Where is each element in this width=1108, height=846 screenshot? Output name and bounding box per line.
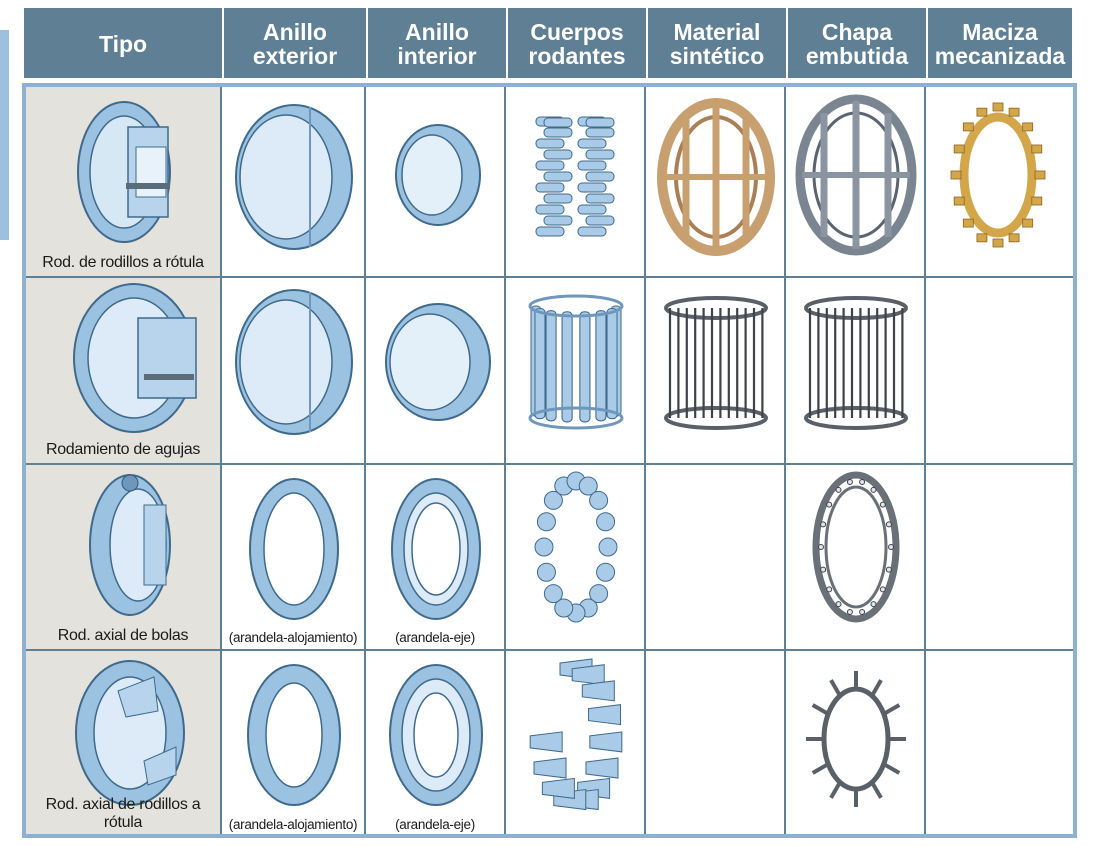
- table-row: Rod. de rodillos a rótula: [26, 87, 1075, 278]
- inner-ring-cell: (arandela-eje): [366, 651, 506, 836]
- left-accent-bar: [0, 30, 9, 240]
- table-header: Tipo Anillo exterior Anillo interior Cue…: [24, 8, 1072, 78]
- synthetic-cage-cell: [646, 278, 786, 463]
- synthetic-cage-cell: [646, 651, 786, 836]
- inner-ring-cell: [366, 87, 506, 276]
- tapered-roller-set-illustration: [529, 658, 623, 811]
- tipo-cell: Rod. axial de rodillos a rótula: [26, 651, 222, 836]
- header-anillo-exterior: Anillo exterior: [224, 8, 368, 78]
- ball-cage-illustration: [812, 471, 900, 623]
- outer-ring-illustration: [235, 104, 353, 250]
- housing-washer-illustration: [249, 478, 339, 620]
- tipo-cell: Rod. de rodillos a rótula: [26, 87, 222, 276]
- rolling-elements-cell: [506, 465, 646, 649]
- machined-comb-cage-illustration: [950, 102, 1046, 248]
- washer-label: (arandela-eje): [395, 817, 475, 832]
- tipo-label: Rod. axial de bolas: [57, 627, 189, 644]
- steel-window-cage-illustration: [795, 94, 917, 256]
- inner-ring-illustration: [385, 303, 491, 421]
- table-row: Rod. axial de rodillos a rótula (arandel…: [26, 651, 1075, 836]
- table-row: Rodamiento de agujas: [26, 278, 1075, 465]
- outer-ring-illustration: [235, 289, 353, 435]
- synthetic-cage-cell: [646, 87, 786, 276]
- pressed-steel-cage-cell: [786, 87, 926, 276]
- spherical-thrust-roller-bearing-illustration: [75, 660, 185, 806]
- housing-washer-illustration: [247, 664, 341, 806]
- pressed-steel-cage-cell: [786, 651, 926, 836]
- table-row: Rod. axial de bolas (arandela-alojamient…: [26, 465, 1075, 651]
- roller-set-illustration: [535, 116, 615, 237]
- header-maciza-mecanizada: Maciza mecanizada: [928, 8, 1072, 78]
- bearing-table: Rod. de rodillos a rótula: [26, 87, 1075, 836]
- header-anillo-interior: Anillo interior: [368, 8, 508, 78]
- pressed-steel-cage-cell: [786, 465, 926, 649]
- machined-cage-cell: [926, 87, 1071, 276]
- outer-ring-cell: (arandela-alojamiento): [222, 651, 366, 836]
- washer-label: (arandela-eje): [395, 630, 475, 645]
- washer-label: (arandela-alojamiento): [228, 630, 358, 645]
- needle-cage-illustration: [664, 296, 768, 430]
- machined-cage-cell: [926, 465, 1071, 649]
- outer-ring-cell: [222, 278, 366, 463]
- washer-label: (arandela-alojamiento): [228, 817, 358, 832]
- rolling-elements-cell: [506, 278, 646, 463]
- synthetic-cage-cell: [646, 465, 786, 649]
- machined-cage-cell: [926, 651, 1071, 836]
- header-material-sintetico: Material sintético: [648, 8, 788, 78]
- outer-ring-cell: (arandela-alojamiento): [222, 465, 366, 649]
- tipo-label: Rod. axial de rodillos a rótula: [45, 796, 201, 831]
- tipo-label: Rod. de rodillos a rótula: [42, 254, 204, 271]
- rolling-elements-cell: [506, 87, 646, 276]
- ball-set-illustration: [534, 471, 618, 623]
- shaft-washer-illustration: [389, 664, 483, 806]
- machined-cage-cell: [926, 278, 1071, 463]
- needle-roller-bearing-illustration: [73, 283, 197, 433]
- thrust-ball-bearing-illustration: [89, 474, 171, 616]
- needle-set-illustration: [528, 294, 624, 430]
- pressed-steel-cage-cell: [786, 278, 926, 463]
- needle-cage-illustration: [804, 296, 908, 430]
- inner-ring-cell: [366, 278, 506, 463]
- tipo-label: Rodamiento de agujas: [45, 441, 201, 458]
- inner-ring-illustration: [395, 124, 481, 226]
- tabbed-cage-illustration: [806, 671, 906, 807]
- header-cuerpos-rodantes: Cuerpos rodantes: [508, 8, 648, 78]
- brass-cage-illustration: [657, 98, 775, 256]
- rolling-elements-cell: [506, 651, 646, 836]
- tipo-cell: Rod. axial de bolas: [26, 465, 222, 649]
- shaft-washer-illustration: [391, 478, 481, 620]
- header-tipo: Tipo: [24, 8, 224, 78]
- tipo-cell: Rodamiento de agujas: [26, 278, 222, 463]
- outer-ring-cell: [222, 87, 366, 276]
- header-chapa-embutida: Chapa embutida: [788, 8, 928, 78]
- inner-ring-cell: (arandela-eje): [366, 465, 506, 649]
- spherical-roller-bearing-illustration: [77, 101, 171, 243]
